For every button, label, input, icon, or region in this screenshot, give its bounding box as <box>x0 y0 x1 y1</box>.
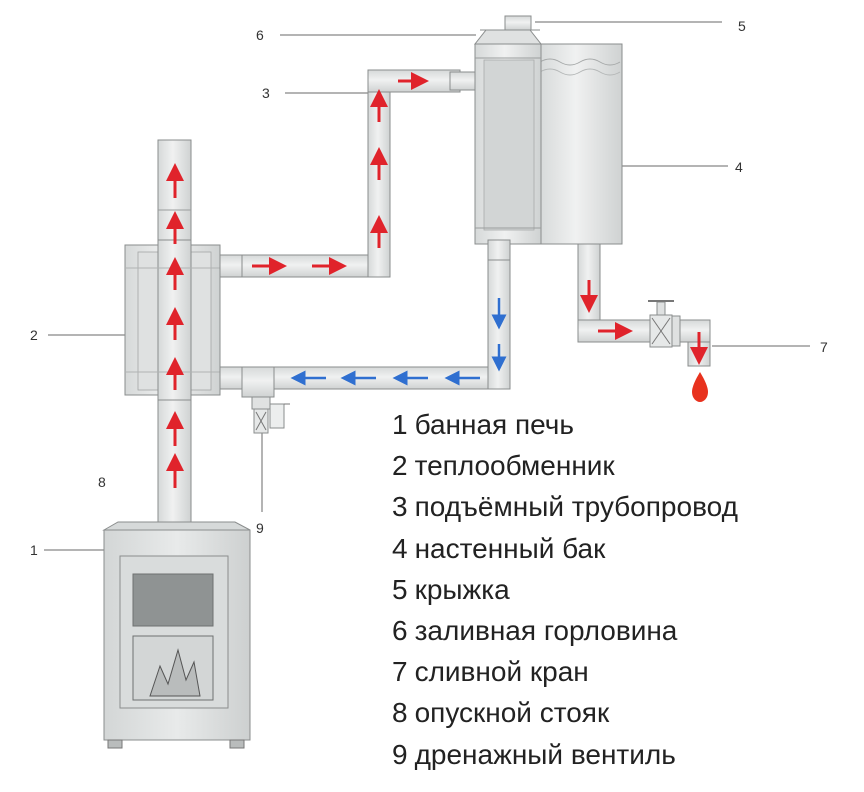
callout-number-4: 4 <box>735 159 743 175</box>
hot-nozzle <box>219 254 243 278</box>
drain-tap <box>648 300 681 348</box>
callout-number-7: 7 <box>820 339 828 355</box>
callout-number-2: 2 <box>30 327 38 343</box>
tank-lid <box>480 15 540 31</box>
wall-tank <box>473 29 623 245</box>
leader-lines <box>44 21 810 551</box>
callout-number-3: 3 <box>262 85 270 101</box>
drain-pipe <box>577 243 711 367</box>
callout-number-5: 5 <box>738 18 746 34</box>
callout-number-8: 8 <box>98 474 106 490</box>
hot-flow-arrows <box>166 72 708 488</box>
heat-exchanger <box>124 239 221 401</box>
callout-number-1: 1 <box>30 542 38 558</box>
cold-flow-arrows <box>290 298 507 386</box>
cold-nozzle <box>219 366 243 390</box>
lifting-pipeline <box>241 69 476 278</box>
sauna-stove <box>102 521 251 749</box>
water-drop-icon <box>692 372 708 402</box>
callout-number-6: 6 <box>256 27 264 43</box>
callout-number-9: 9 <box>256 520 264 536</box>
tank-outlet-stub <box>487 239 511 261</box>
drain-valve <box>241 366 290 434</box>
